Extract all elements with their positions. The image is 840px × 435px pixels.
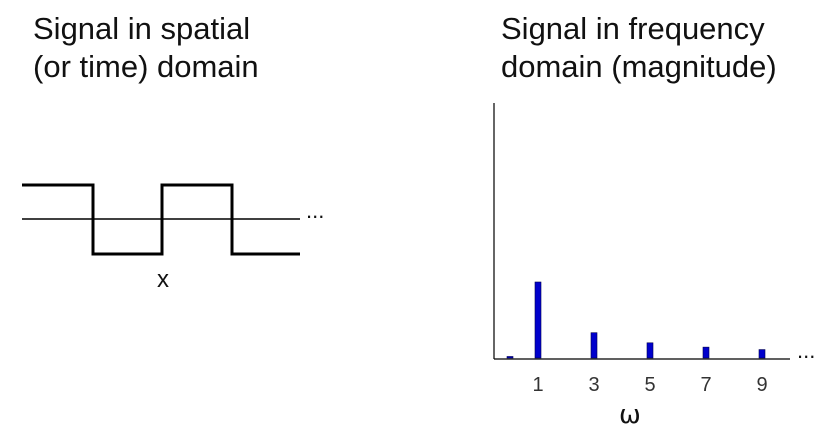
tick-label-3: 3 bbox=[588, 374, 600, 396]
frequency-title-line2: domain (magnitude) bbox=[501, 49, 777, 84]
square-wave bbox=[22, 183, 300, 256]
frequency-title-line1: Signal in frequency bbox=[501, 11, 765, 46]
spectrum-bar-omega-7 bbox=[702, 346, 710, 359]
spatial-title-line1: Signal in spatial bbox=[33, 11, 251, 46]
frequency-continuation-dots: ... bbox=[797, 338, 816, 363]
tick-label-7: 7 bbox=[700, 374, 712, 396]
spectrum-bar-omega-0 bbox=[506, 356, 514, 359]
tick-label-5: 5 bbox=[644, 374, 656, 396]
frequency-spectrum-chart bbox=[493, 103, 790, 360]
spectrum-bar-omega-3 bbox=[590, 332, 598, 359]
spatial-continuation-dots: ... bbox=[306, 198, 325, 223]
spatial-domain-title: Signal in spatial (or time) domain bbox=[33, 10, 259, 86]
tick-label-9: 9 bbox=[756, 374, 768, 396]
spectrum-bar-omega-9 bbox=[758, 349, 766, 359]
omega-axis-label: ω bbox=[619, 400, 641, 430]
tick-label-1: 1 bbox=[532, 374, 544, 396]
frequency-domain-title: Signal in frequency domain (magnitude) bbox=[501, 10, 777, 86]
x-axis-label: x bbox=[157, 266, 169, 293]
spectrum-bar-omega-5 bbox=[646, 342, 654, 359]
square-wave-diagram bbox=[22, 183, 300, 256]
spectrum-bar-omega-1 bbox=[534, 281, 542, 359]
spatial-title-line2: (or time) domain bbox=[33, 49, 259, 84]
